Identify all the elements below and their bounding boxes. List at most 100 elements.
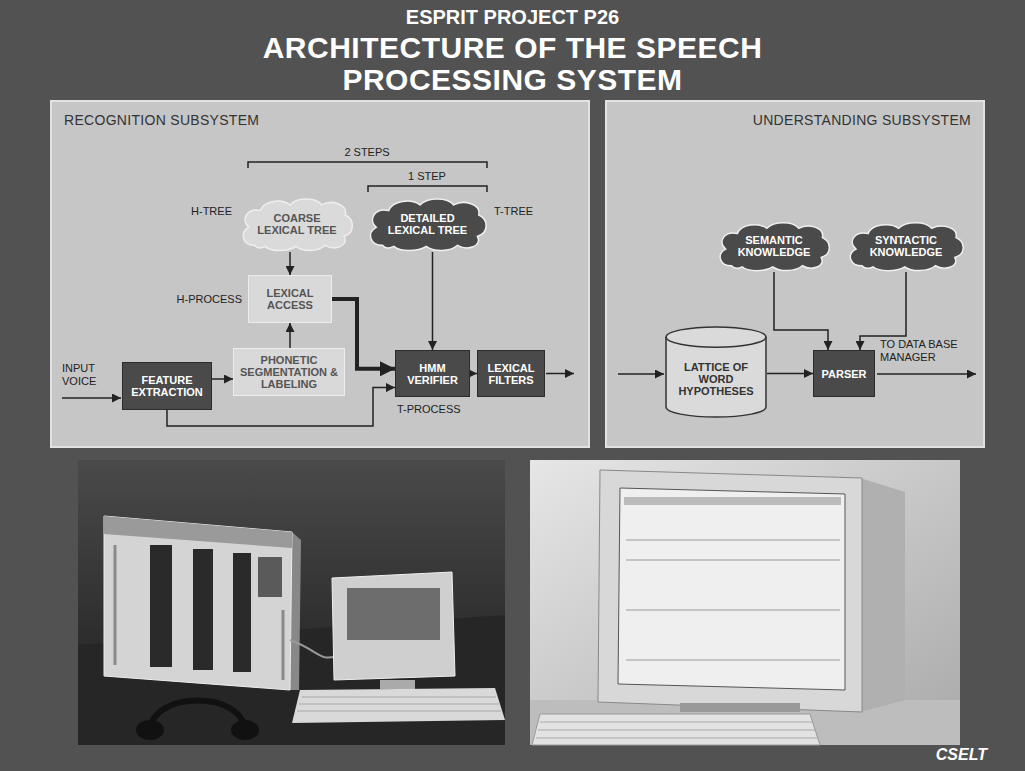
rack-slot (193, 549, 213, 670)
photo-ground (78, 460, 505, 745)
connector-arrow (774, 272, 828, 350)
panel-fill (605, 100, 985, 448)
subsystem-panel: COARSE LEXICAL TREE DETAILED LEXICAL TREE… (50, 100, 590, 448)
monitor-screen (618, 488, 845, 690)
cable (290, 640, 336, 658)
panel-heading: RECOGNITION SUBSYSTEM (52, 102, 588, 128)
cloud-outline (850, 223, 963, 271)
node-label: FEATURE EXTRACTION (127, 374, 207, 398)
knowledge-cloud: SYNTACTIC KNOWLEDGE (845, 220, 967, 272)
input-arrow (618, 373, 664, 375)
keyboard-keys (536, 722, 817, 738)
headphones (136, 720, 164, 740)
slide-title: ARCHITECTURE OF THE SPEECH PROCESSING SY… (200, 32, 825, 96)
connector-arrow (289, 252, 291, 275)
label-slot: T-PROCESS (397, 403, 477, 416)
knowledge-cloud: DETAILED LEXICAL TREE (365, 196, 490, 252)
node-label: PHONETIC SEGMENTATION & LABELING (238, 354, 340, 390)
screen-bar (624, 497, 841, 505)
node-label: HMM VERIFIER (400, 362, 465, 386)
rack-slot (150, 545, 172, 667)
step-bracket (248, 162, 487, 168)
label-slot: H-PROCESS (150, 293, 242, 306)
bracket-label: 2 STEPS (317, 146, 417, 159)
process-label: H-PROCESS (150, 293, 242, 306)
desk (530, 700, 960, 745)
terminal-stand (380, 680, 415, 689)
node-label: SEMANTIC KNOWLEDGE (729, 234, 819, 258)
cloud-outline (720, 223, 829, 271)
cloud-outline (371, 199, 487, 251)
panel-fill (50, 100, 590, 448)
title-slot: ARCHITECTURE OF THE SPEECH PROCESSING SY… (200, 32, 825, 96)
rack-handle (114, 545, 117, 665)
connector-arrow (212, 378, 233, 380)
node-label: LEXICAL FILTERS (482, 362, 540, 386)
process-box: LEXICAL ACCESS (248, 275, 332, 323)
rack-top-band (104, 516, 292, 548)
cylinder-rim (666, 337, 766, 347)
process-box: HMM VERIFIER (395, 350, 470, 397)
connector-arrow (767, 373, 813, 375)
process-box: PHONETIC SEGMENTATION & LABELING (233, 348, 345, 396)
workstation-photo (530, 460, 960, 745)
panel-heading: UNDERSTANDING SUBSYSTEM (607, 102, 983, 128)
monitor (598, 470, 862, 712)
process-box: LEXICAL FILTERS (477, 350, 545, 397)
step-bracket (368, 186, 487, 192)
terminal (332, 572, 455, 680)
output-arrow (546, 373, 574, 375)
label-slot: 2 STEPS (317, 146, 417, 159)
cylinder-body (666, 327, 766, 417)
knowledge-cloud: SEMANTIC KNOWLEDGE (715, 220, 833, 272)
headphones (231, 720, 259, 740)
tree-label: T-TREE (494, 205, 554, 218)
label-slot: 1 STEP (377, 170, 477, 183)
rack-slot (233, 553, 251, 672)
node-label: COARSE LEXICAL TREE (252, 212, 342, 236)
process-box: FEATURE EXTRACTION (122, 362, 212, 410)
label-slot: H-TREE (150, 205, 232, 218)
node-label: PARSER (821, 368, 866, 380)
node-label: LATTICE OF WORD HYPOTHESES (671, 361, 761, 397)
output-label: TO DATA BASE MANAGER (880, 338, 978, 364)
rack-panel (258, 557, 282, 597)
node-label: LEXICAL ACCESS (253, 287, 327, 311)
label-slot: ESPRIT PROJECT P26 (0, 6, 1025, 28)
monitor-side (860, 478, 905, 712)
cloud-outline (243, 199, 352, 251)
output-arrow (877, 373, 976, 375)
terminal-screen (347, 588, 440, 640)
hardware-photo (78, 460, 505, 745)
keyboard (532, 714, 820, 745)
screen-lines (626, 540, 840, 660)
connector-arrow (432, 252, 434, 350)
connector-arrow (470, 373, 477, 375)
monitor-base (680, 703, 800, 712)
rack-handle (282, 610, 285, 680)
logo: CSELT (905, 746, 987, 764)
label-slot: INPUT VOICE (62, 362, 114, 388)
rack-front (104, 516, 292, 690)
label-slot: T-TREE (494, 205, 554, 218)
knowledge-cloud: COARSE LEXICAL TREE (238, 196, 356, 252)
database-cylinder: LATTICE OF WORD HYPOTHESES (665, 326, 767, 418)
process-label: T-PROCESS (397, 403, 477, 416)
label-slot: CSELT (905, 746, 987, 764)
process-box: PARSER (813, 350, 875, 397)
subsystem-panel: SEMANTIC KNOWLEDGE SYNTACTIC KNOWLEDGE LAT… (605, 100, 985, 448)
node-label: SYNTACTIC KNOWLEDGE (860, 234, 953, 258)
photo-ground (530, 460, 960, 745)
node-label: DETAILED LEXICAL TREE (380, 212, 475, 236)
connector-arrow (289, 323, 291, 348)
label-slot: TO DATA BASE MANAGER (880, 338, 978, 364)
tree-label: H-TREE (150, 205, 232, 218)
input-arrow (62, 397, 121, 399)
keyboard (292, 688, 505, 723)
bracket-label: 1 STEP (377, 170, 477, 183)
project-code: ESPRIT PROJECT P26 (0, 6, 1025, 28)
headphones (150, 701, 245, 733)
keyboard-keys (297, 697, 501, 711)
